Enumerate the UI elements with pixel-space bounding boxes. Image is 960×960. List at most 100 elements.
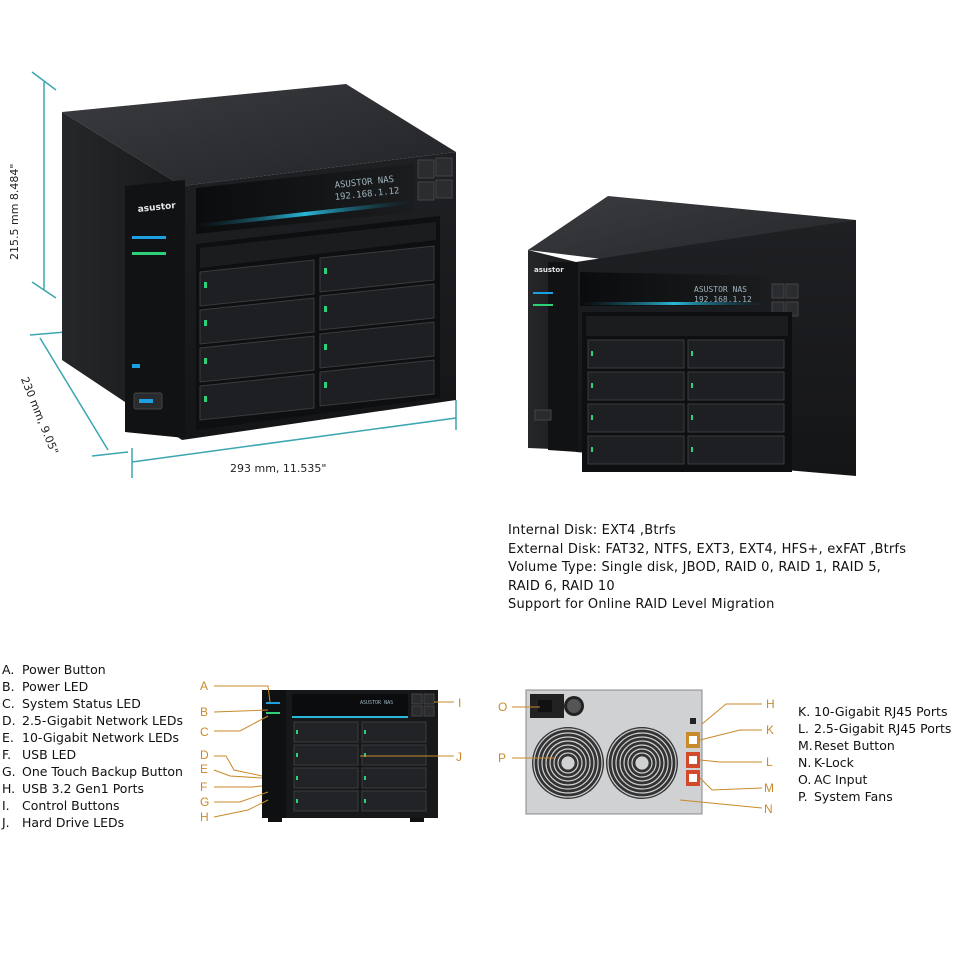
callout-b: B: [200, 705, 209, 719]
legend-item: A. Power Button: [2, 661, 183, 678]
drive-bay: [319, 245, 435, 293]
drive-led: [324, 382, 327, 388]
legend-text: USB LED: [22, 747, 77, 762]
legend-text: Hard Drive LEDs: [22, 815, 125, 830]
drive-led: [364, 799, 366, 803]
legend-text: USB 3.2 Gen1 Ports: [22, 781, 145, 796]
drive-led: [364, 730, 366, 734]
legend-text: 2.5-Gigabit Network LEDs: [22, 713, 184, 728]
callout-n: N: [764, 802, 773, 816]
drive-led: [691, 351, 693, 356]
drive-led: [296, 753, 298, 757]
drive-bay: [587, 339, 685, 369]
brand-logo: asustor: [137, 201, 177, 215]
drive-led: [296, 799, 298, 803]
legend-text: Control Buttons: [22, 798, 120, 813]
legend-item: O.AC Input: [798, 771, 951, 788]
legend-letter: C.: [2, 696, 15, 711]
system-fan-left: [532, 727, 604, 799]
rear-callout-lines: [512, 703, 763, 809]
drive-bay: [319, 283, 435, 331]
callout-m: M: [764, 781, 774, 795]
legend-item: L.2.5-Gigabit RJ45 Ports: [798, 720, 951, 737]
legend-letter: N.: [798, 755, 812, 770]
legend-item: D. 2.5-Gigabit Network LEDs: [2, 712, 183, 729]
large-drive-bays: [199, 245, 435, 421]
drive-led: [204, 320, 207, 326]
drive-bay: [361, 790, 427, 812]
callout-k: K: [766, 723, 775, 737]
legend-item: J. Hard Drive LEDs: [2, 814, 183, 831]
legend-text: Reset Button: [814, 738, 895, 753]
legend-item: K.10-Gigabit RJ45 Ports: [798, 703, 951, 720]
legend-letter: M.: [798, 738, 813, 753]
drive-bay: [293, 790, 359, 812]
callout-a: A: [200, 679, 209, 693]
drive-bay: [361, 721, 427, 743]
drive-bay: [587, 371, 685, 401]
spec-raid-migration: Support for Online RAID Level Migration: [508, 597, 775, 612]
legend-letter: D.: [2, 713, 16, 728]
front-drive-bays: [293, 721, 427, 812]
legend-letter: F.: [2, 747, 12, 762]
legend-letter: K.: [798, 704, 811, 719]
drive-bay: [199, 297, 315, 345]
callout-h: H: [200, 810, 209, 824]
legend-text: Power Button: [22, 662, 106, 677]
legend-letter: E.: [2, 730, 14, 745]
drive-bay: [199, 259, 315, 307]
small-lcd-text-line2: 192.168.1.12: [694, 295, 752, 304]
legend-letter: A.: [2, 662, 15, 677]
legend-item: H.USB 3.2 Gen1 Ports: [2, 780, 183, 797]
callout-p: P: [498, 751, 507, 765]
legend-text: One Touch Backup Button: [22, 764, 183, 779]
drive-led: [324, 268, 327, 274]
drive-led: [364, 753, 366, 757]
legend-text: 2.5-Gigabit RJ45 Ports: [814, 721, 952, 736]
drive-led: [204, 396, 207, 402]
legend-item: N.K-Lock: [798, 754, 951, 771]
drive-led: [591, 383, 593, 388]
drive-led: [296, 776, 298, 780]
legend-item: B.Power LED: [2, 678, 183, 695]
drive-bay: [687, 371, 785, 401]
drive-led: [591, 415, 593, 420]
spec-volume-type-cont: RAID 6, RAID 10: [508, 578, 615, 594]
drive-led: [204, 282, 207, 288]
drive-bay: [687, 435, 785, 465]
drive-bay: [199, 373, 315, 421]
legend-text: 10-Gigabit RJ45 Ports: [814, 704, 948, 719]
drive-bay: [293, 744, 359, 766]
spec-internal-disk: Internal Disk: EXT4 ,Btrfs: [508, 523, 676, 538]
legend-letter: J.: [2, 815, 10, 830]
callout-c: C: [200, 725, 209, 739]
spec-external-disk: External Disk: FAT32, NTFS, EXT3, EXT4, …: [508, 541, 907, 557]
drive-bay: [361, 767, 427, 789]
legend-letter: B.: [2, 679, 15, 694]
small-drive-bays: [587, 339, 785, 465]
drive-bay: [687, 339, 785, 369]
front-lcd-text: ASUSTOR NAS: [360, 700, 393, 706]
legend-text: K-Lock: [814, 755, 854, 770]
legend-text: System Status LED: [22, 696, 141, 711]
drive-led: [324, 306, 327, 312]
drive-bay: [587, 403, 685, 433]
legend-letter: O.: [798, 772, 812, 787]
legend-text: AC Input: [814, 772, 868, 787]
drive-led: [591, 351, 593, 356]
small-nas-device: asustor ASUSTOR NAS 192.168.1.12: [528, 196, 856, 476]
callout-l: L: [766, 755, 773, 769]
fan-hub: [562, 757, 574, 769]
large-nas-device: asustor ASUSTOR NAS 192.168.1.12: [62, 84, 456, 440]
legend-letter: G.: [2, 764, 16, 779]
drive-led: [364, 776, 366, 780]
drive-bay: [293, 767, 359, 789]
legend-item: C. System Status LED: [2, 695, 183, 712]
drive-led: [296, 730, 298, 734]
drive-led: [204, 358, 207, 364]
callout-g: G: [200, 795, 210, 809]
width-dimension-label: 293 mm, 11.535": [230, 462, 327, 475]
legend-item: E.10-Gigabit Network LEDs: [2, 729, 183, 746]
drive-led: [691, 415, 693, 420]
